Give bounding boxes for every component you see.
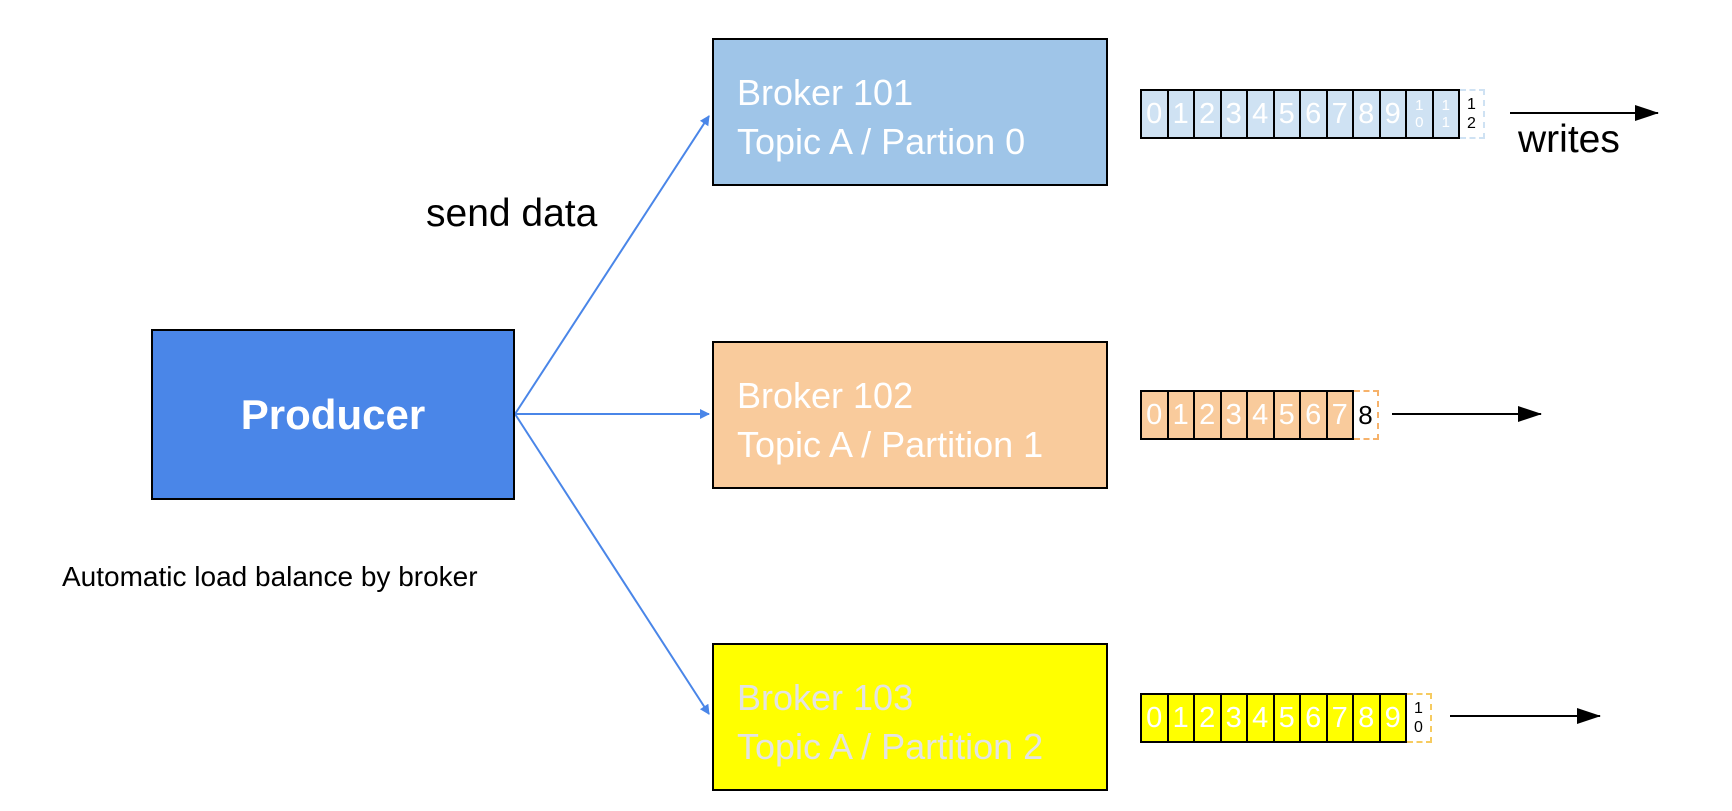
load-balance-note: Automatic load balance by broker — [62, 561, 478, 592]
log-offset-cell: 5 — [1272, 89, 1301, 139]
log-offset-cell: 0 — [1140, 89, 1169, 139]
log-offset-cell: 9 — [1378, 89, 1407, 139]
log-offset-cell: 3 — [1219, 693, 1248, 743]
broker-topic-partition: Topic A / Partion 0 — [737, 121, 1026, 162]
log-offset-cell: 7 — [1325, 693, 1354, 743]
log-offset-cell: 1 — [1166, 390, 1195, 440]
broker-103-node: Broker 103 Topic A / Partition 2 — [712, 643, 1108, 791]
broker-name: Broker 103 — [737, 677, 914, 718]
broker-topic-partition: Topic A / Partition 2 — [737, 726, 1044, 767]
producer-node: Producer — [151, 329, 515, 500]
log-offset-cell: 7 — [1325, 89, 1354, 139]
broker-name: Broker 102 — [737, 375, 914, 416]
log-offset-cell: 4 — [1246, 693, 1275, 743]
log-offset-cell: 3 — [1219, 390, 1248, 440]
log-offset-cell: 1 — [1166, 693, 1195, 743]
log-offset-cell: 2 — [1193, 693, 1222, 743]
log-offset-cell: 0 — [1140, 390, 1169, 440]
log-offset-cell: 4 — [1246, 390, 1275, 440]
edge-producer-to-broker-103 — [514, 413, 710, 715]
producer-label: Producer — [240, 390, 426, 438]
log-offset-cell: 6 — [1299, 693, 1328, 743]
log-offset-cell: 7 — [1325, 390, 1354, 440]
log-offset-cell: 5 — [1272, 693, 1301, 743]
edge-producer-to-broker-101 — [514, 115, 710, 415]
log-offset-cell: 8 — [1352, 693, 1381, 743]
log-offset-cell: 2 — [1193, 390, 1222, 440]
log-offset-cell: 2 — [1193, 89, 1222, 139]
broker-name: Broker 101 — [737, 72, 914, 113]
log-offset-cell: 6 — [1299, 89, 1328, 139]
log-offset-cell: 3 — [1219, 89, 1248, 139]
log-offset-cell: 5 — [1272, 390, 1301, 440]
log-offset-cell: 0 — [1140, 693, 1169, 743]
broker-101-node: Broker 101 Topic A / Partion 0 — [712, 38, 1108, 186]
log-offset-cell: 1 — [1166, 89, 1195, 139]
log-offset-cell: 4 — [1246, 89, 1275, 139]
next-offset-slot: 8 — [1354, 390, 1379, 440]
broker-102-node: Broker 102 Topic A / Partition 1 — [712, 341, 1108, 489]
broker-topic-partition: Topic A / Partition 1 — [737, 424, 1044, 465]
log-offset-cell: 9 — [1378, 693, 1407, 743]
log-offset-cell: 6 — [1299, 390, 1328, 440]
edge-label-send-data: send data — [426, 192, 598, 235]
writes-label: writes — [1518, 118, 1620, 161]
log-offset-cell: 8 — [1352, 89, 1381, 139]
